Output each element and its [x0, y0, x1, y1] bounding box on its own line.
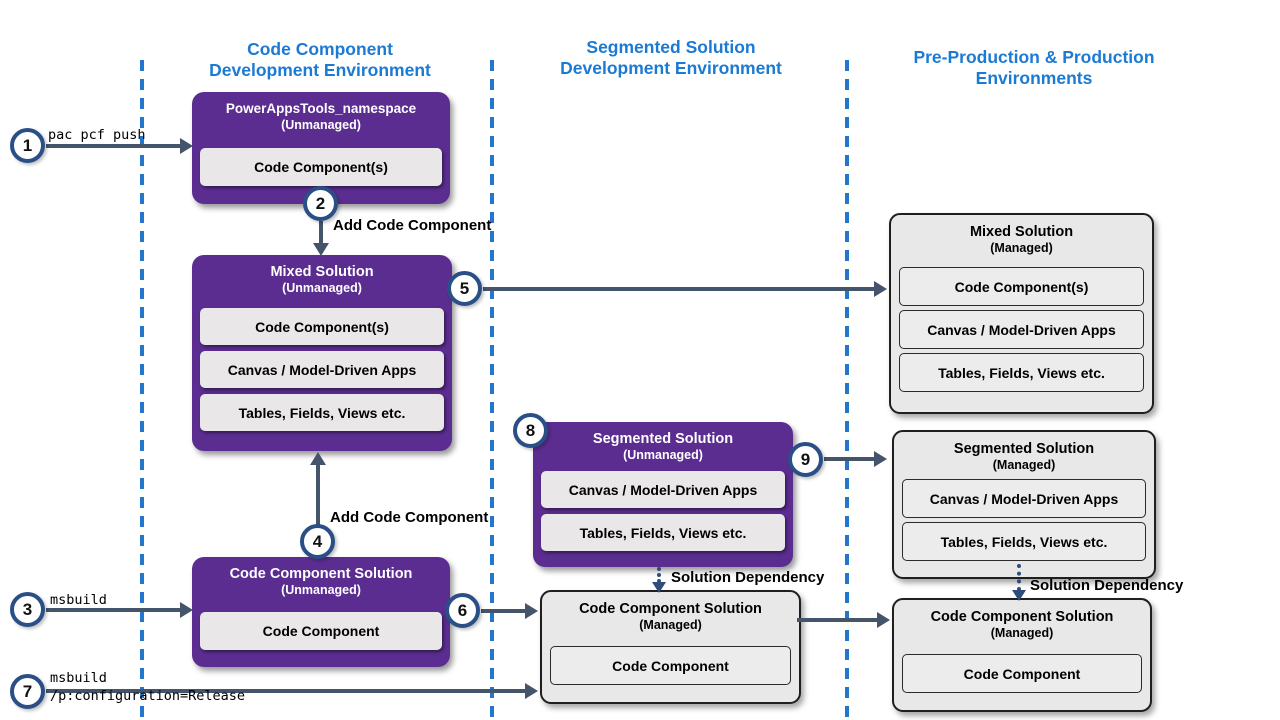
item-canvas-model-apps: Canvas / Model-Driven Apps — [541, 471, 785, 508]
column-header-line: Development Environment — [209, 60, 431, 80]
arrow-head-icon — [1012, 590, 1026, 601]
step-circle-4: 4 — [300, 524, 335, 559]
arrow-head-icon — [525, 683, 538, 699]
item-code-components: Code Component(s) — [899, 267, 1144, 306]
label-solution-dependency-mid: Solution Dependency — [671, 569, 825, 586]
box-subtitle: (Managed) — [992, 458, 1056, 472]
step-circle-5: 5 — [447, 271, 482, 306]
box-powerappstools-namespace: PowerAppsTools_namespace (Unmanaged) Cod… — [192, 92, 450, 204]
item-code-component: Code Component — [200, 612, 442, 650]
arrow-solution-dependency-mid — [657, 567, 661, 583]
box-subtitle: (Unmanaged) — [623, 448, 703, 462]
step-circle-8: 8 — [513, 413, 548, 448]
step-circle-1: 1 — [10, 128, 45, 163]
column-divider-3 — [845, 60, 849, 720]
column-divider-1 — [140, 60, 144, 720]
arrow-head-icon — [877, 612, 890, 628]
step-circle-9: 9 — [788, 442, 823, 477]
box-title: Mixed Solution — [270, 264, 374, 280]
box-subtitle: (Managed) — [990, 626, 1054, 640]
arrow-head-icon — [180, 138, 193, 154]
arrow-head-icon — [310, 452, 326, 465]
column-header-preprod-prod: Pre-Production & Production Environments — [864, 47, 1204, 89]
arrow-head-icon — [874, 451, 887, 467]
arrow-head-icon — [180, 602, 193, 618]
step-circle-6: 6 — [445, 593, 480, 628]
box-title: Segmented Solution — [592, 431, 734, 447]
arrow-head-icon — [313, 243, 329, 256]
column-header-line: Code Component — [247, 39, 393, 59]
arrow-solution-dependency-right — [1017, 564, 1021, 591]
arrow-head-icon — [652, 582, 666, 593]
arrow-export-mixed-solution — [483, 287, 875, 291]
arrow-add-code-component-bottom — [316, 464, 320, 525]
column-header-segmented-dev: Segmented Solution Development Environme… — [501, 37, 841, 79]
box-mixed-solution-unmanaged: Mixed Solution (Unmanaged) Code Componen… — [192, 255, 452, 451]
label-msbuild-release-line1: msbuild — [50, 670, 107, 686]
box-title: Mixed Solution — [969, 224, 1074, 240]
label-pac-pcf-push: pac pcf push — [48, 127, 146, 143]
box-code-component-solution-managed-prod: Code Component Solution (Managed) Code C… — [892, 598, 1152, 712]
item-tables-fields-views: Tables, Fields, Views etc. — [541, 514, 785, 551]
arrow-head-icon — [874, 281, 887, 297]
box-subtitle: (Managed) — [639, 618, 702, 632]
box-code-component-solution-unmanaged: Code Component Solution (Unmanaged) Code… — [192, 557, 450, 667]
box-subtitle: (Managed) — [990, 241, 1053, 255]
box-title: PowerAppsTools_namespace — [225, 101, 417, 116]
box-title: Code Component Solution — [579, 601, 762, 617]
arrow-head-icon — [525, 603, 538, 619]
item-canvas-model-apps: Canvas / Model-Driven Apps — [902, 479, 1146, 518]
box-title: Segmented Solution — [953, 441, 1095, 457]
label-msbuild-release-line2: /p:configuration=Release — [50, 688, 246, 704]
box-code-component-solution-managed-dev: Code Component Solution (Managed) Code C… — [540, 590, 801, 704]
item-tables-fields-views: Tables, Fields, Views etc. — [200, 394, 444, 431]
label-add-code-component-bottom: Add Code Component — [330, 509, 489, 526]
step-circle-2: 2 — [303, 186, 338, 221]
column-header-line: Development Environment — [560, 58, 782, 78]
item-tables-fields-views: Tables, Fields, Views etc. — [902, 522, 1146, 561]
box-subtitle: (Unmanaged) — [281, 583, 361, 597]
arrow-deploy-code-component-solution — [797, 618, 878, 622]
box-mixed-solution-managed: Mixed Solution (Managed) Code Component(… — [889, 213, 1154, 414]
step-circle-3: 3 — [10, 592, 45, 627]
arrow-pac-pcf-push — [46, 144, 181, 148]
box-subtitle: (Unmanaged) — [281, 118, 361, 132]
item-canvas-model-apps: Canvas / Model-Driven Apps — [200, 351, 444, 388]
arrow-export-code-component-solution — [481, 609, 526, 613]
arrow-msbuild-release — [46, 689, 526, 693]
item-canvas-model-apps: Canvas / Model-Driven Apps — [899, 310, 1144, 349]
column-divider-2 — [490, 60, 494, 720]
label-solution-dependency-right: Solution Dependency — [1030, 577, 1184, 594]
item-tables-fields-views: Tables, Fields, Views etc. — [899, 353, 1144, 392]
step-circle-7: 7 — [10, 674, 45, 709]
box-segmented-solution-unmanaged: Segmented Solution (Unmanaged) Canvas / … — [533, 422, 793, 567]
label-msbuild: msbuild — [50, 592, 107, 608]
arrow-export-segmented-solution — [824, 457, 875, 461]
label-msbuild-release: msbuild /p:configuration=Release — [50, 669, 245, 705]
arrow-add-code-component-top — [319, 221, 323, 244]
box-title: Code Component Solution — [930, 609, 1114, 625]
box-subtitle: (Unmanaged) — [282, 281, 362, 295]
column-header-line: Environments — [975, 68, 1093, 88]
item-code-component: Code Component — [550, 646, 791, 685]
column-header-line: Segmented Solution — [586, 37, 756, 57]
column-header-code-component-dev: Code Component Development Environment — [150, 39, 490, 81]
box-title: Code Component Solution — [229, 566, 413, 582]
item-code-components: Code Component(s) — [200, 308, 444, 345]
column-header-line: Pre-Production & Production — [913, 47, 1155, 67]
label-add-code-component-top: Add Code Component — [333, 217, 492, 234]
box-segmented-solution-managed: Segmented Solution (Managed) Canvas / Mo… — [892, 430, 1156, 579]
item-code-components: Code Component(s) — [200, 148, 442, 186]
item-code-component: Code Component — [902, 654, 1142, 693]
arrow-msbuild — [46, 608, 181, 612]
